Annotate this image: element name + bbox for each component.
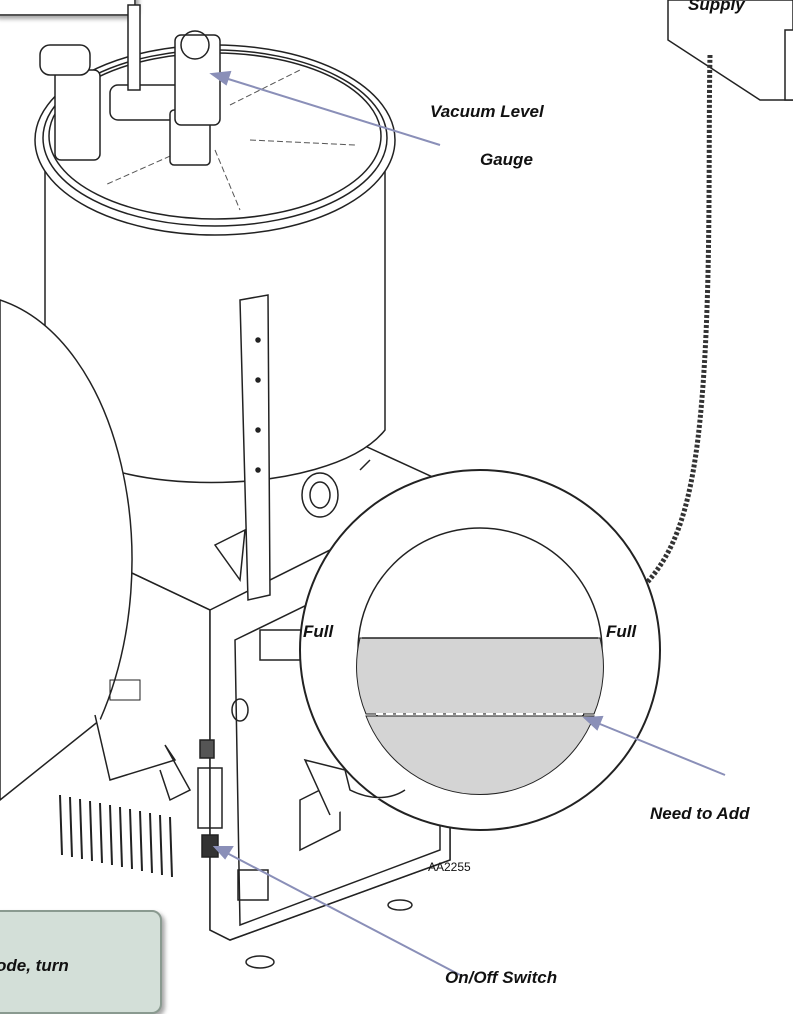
callout-text: ode, turn <box>0 956 69 975</box>
on-off-switch-label: On/Off Switch <box>445 968 558 987</box>
need-to-add-label: Need to Add <box>650 804 750 823</box>
supply-label: Supply <box>688 0 745 14</box>
magnifier-arrow <box>303 758 406 816</box>
gauge-label: Gauge <box>480 150 533 169</box>
gauge-magnifier <box>299 469 661 831</box>
vacuum-level-label: Vacuum Level <box>430 102 544 121</box>
lid-fittings <box>39 4 221 166</box>
figure-code: AA2255 <box>428 860 471 874</box>
lid-slots <box>104 69 356 211</box>
gauge-fill-lower <box>365 715 595 796</box>
left-magnifier <box>0 299 192 802</box>
power-supply-box <box>667 0 793 101</box>
instruction-callout-box: ode, turn <box>0 910 162 1014</box>
vent-louvers <box>59 794 173 878</box>
power-cord <box>638 54 713 592</box>
full-left-label: Full <box>303 622 334 641</box>
outlet-fitting <box>301 472 339 518</box>
full-right-label: Full <box>606 622 637 641</box>
gauge-fill-upper <box>356 637 604 715</box>
vertical-rail <box>213 294 271 601</box>
leader-lines <box>209 70 726 976</box>
